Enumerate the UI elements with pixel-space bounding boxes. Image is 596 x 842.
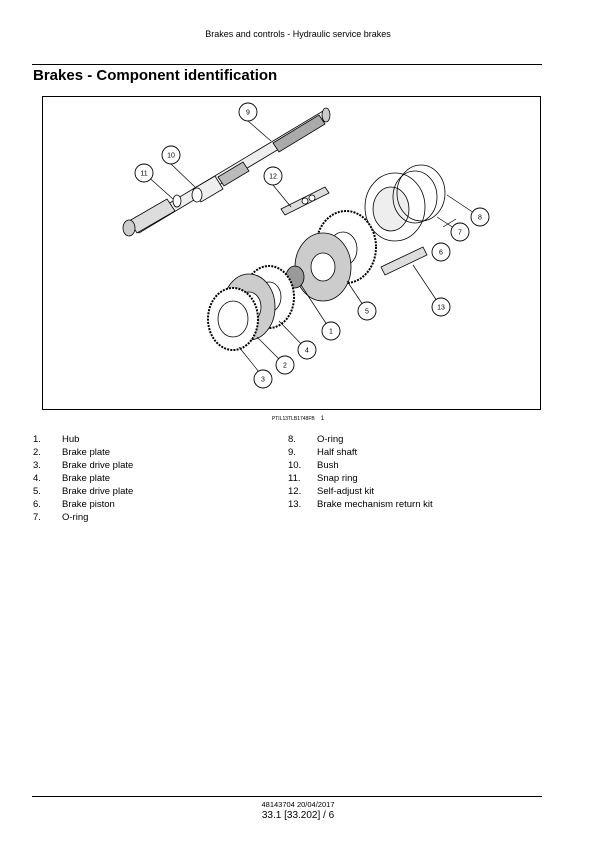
callout-12: 12 [269, 174, 277, 181]
legend-item: 4. Brake plate [33, 472, 133, 485]
legend-column-left: 1.Hub 2.Brake plate 3.Brake drive plate … [33, 433, 133, 524]
legend-item: 2. Brake plate [33, 446, 133, 459]
callout-3: 3 [261, 377, 265, 384]
legend-item: 13. Brake mechanism return kit [288, 498, 433, 511]
legend-number: 4. [33, 473, 41, 484]
figure-caption: PTIL13TLB1748FB 1 [0, 416, 596, 422]
callout-10: 10 [167, 153, 175, 160]
callout-13: 13 [437, 305, 445, 312]
legend-item: 6. Brake piston [33, 498, 133, 511]
legend-number: 3. [33, 460, 41, 471]
callout-8: 8 [478, 215, 482, 222]
legend-number: 1. [33, 434, 41, 445]
legend-number: 12. [288, 486, 302, 497]
legend-number: 6. [33, 499, 41, 510]
section-title: Brakes - Component identification [33, 67, 278, 84]
legend-item: 11. Snap ring [288, 472, 433, 485]
legend-number: 10. [288, 460, 302, 471]
legend-label: Half shaft [317, 447, 358, 458]
callout-9: 9 [246, 110, 250, 117]
legend-number: 8. [288, 434, 296, 445]
legend-number: 5. [33, 486, 41, 497]
footer-rule [32, 796, 542, 797]
exploded-view-figure: 9 10 11 12 8 7 6 13 5 1 4 2 3 [42, 96, 541, 410]
legend-label: Brake plate [62, 447, 111, 458]
legend-item: 10. Bush [288, 459, 433, 472]
legend-item: 5. Brake drive plate [33, 485, 133, 498]
legend-label: Snap ring [317, 473, 358, 484]
legend-item: 8. O-ring [288, 433, 433, 446]
legend-label: Brake mechanism return kit [317, 499, 433, 510]
figure-code: PTIL13TLB1748FB [271, 416, 315, 422]
legend-item: 9. Half shaft [288, 446, 433, 459]
legend-label: Brake plate [62, 473, 111, 484]
callout-6: 6 [439, 250, 443, 257]
legend-item: 7. O-ring [33, 511, 133, 524]
legend-item: 3. Brake drive plate [33, 459, 133, 472]
legend-label: Brake drive plate [62, 460, 134, 471]
running-header: Brakes and controls - Hydraulic service … [205, 29, 391, 39]
legend-label: Brake drive plate [62, 486, 134, 497]
legend-label: Bush [317, 460, 339, 471]
page-footer: 48143704 20/04/2017 33.1 [33.202] / 6 [0, 800, 596, 821]
legend-label: Brake piston [62, 499, 115, 510]
callout-11: 11 [140, 171, 147, 178]
legend-label: Hub [62, 434, 80, 445]
legend-item: 12. Self-adjust kit [288, 485, 433, 498]
document-reference: 48143704 20/04/2017 [261, 800, 335, 809]
legend-item: 1. Hub [33, 433, 133, 446]
callout-5: 5 [365, 309, 369, 316]
brake-assembly-illustration: 9 10 11 12 8 7 6 13 5 1 4 2 3 [122, 102, 490, 389]
callout-1: 1 [329, 329, 333, 336]
callout-7: 7 [458, 230, 462, 237]
callout-2: 2 [283, 363, 287, 370]
legend-number: 2. [33, 447, 41, 458]
legend-number: 13. [288, 499, 302, 510]
legend-label: Self-adjust kit [317, 486, 375, 497]
legend-number: 9. [288, 447, 296, 458]
figure-number: 1 [320, 416, 325, 422]
header-rule [32, 64, 542, 65]
page-reference: 33.1 [33.202] / 6 [261, 810, 335, 821]
legend-label: O-ring [62, 512, 89, 523]
legend-number: 11. [288, 473, 301, 484]
legend-column-right: 8. O-ring 9. Half shaft 10. Bush 11. Snap ri… [288, 433, 433, 511]
legend-label: O-ring [317, 434, 344, 445]
legend-number: 7. [33, 512, 41, 523]
callout-4: 4 [305, 348, 309, 355]
